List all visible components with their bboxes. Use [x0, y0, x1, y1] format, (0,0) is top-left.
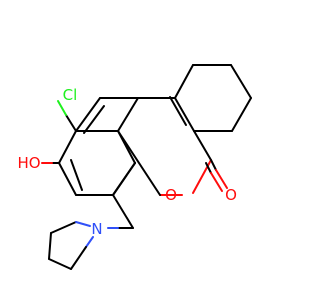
hydroxyl-atom-label: HO — [17, 154, 40, 172]
nitrogen-atom-label: N — [91, 220, 102, 238]
cyclohexene-ring — [169, 64, 252, 132]
carbonyl-oxygen-label: O — [225, 186, 237, 204]
pyrrolidine-ring — [48, 221, 94, 270]
methylene-linker — [107, 194, 134, 229]
lactone-ring — [117, 97, 212, 196]
chlorine-atom-label: Cl — [63, 86, 78, 104]
carbonyl-bond — [205, 159, 228, 192]
molecule-structure: Cl HO O O N — [17, 64, 252, 270]
chloro-substituent — [57, 100, 77, 132]
ring-oxygen-label: O — [165, 186, 177, 204]
benzene-ring — [58, 97, 139, 196]
